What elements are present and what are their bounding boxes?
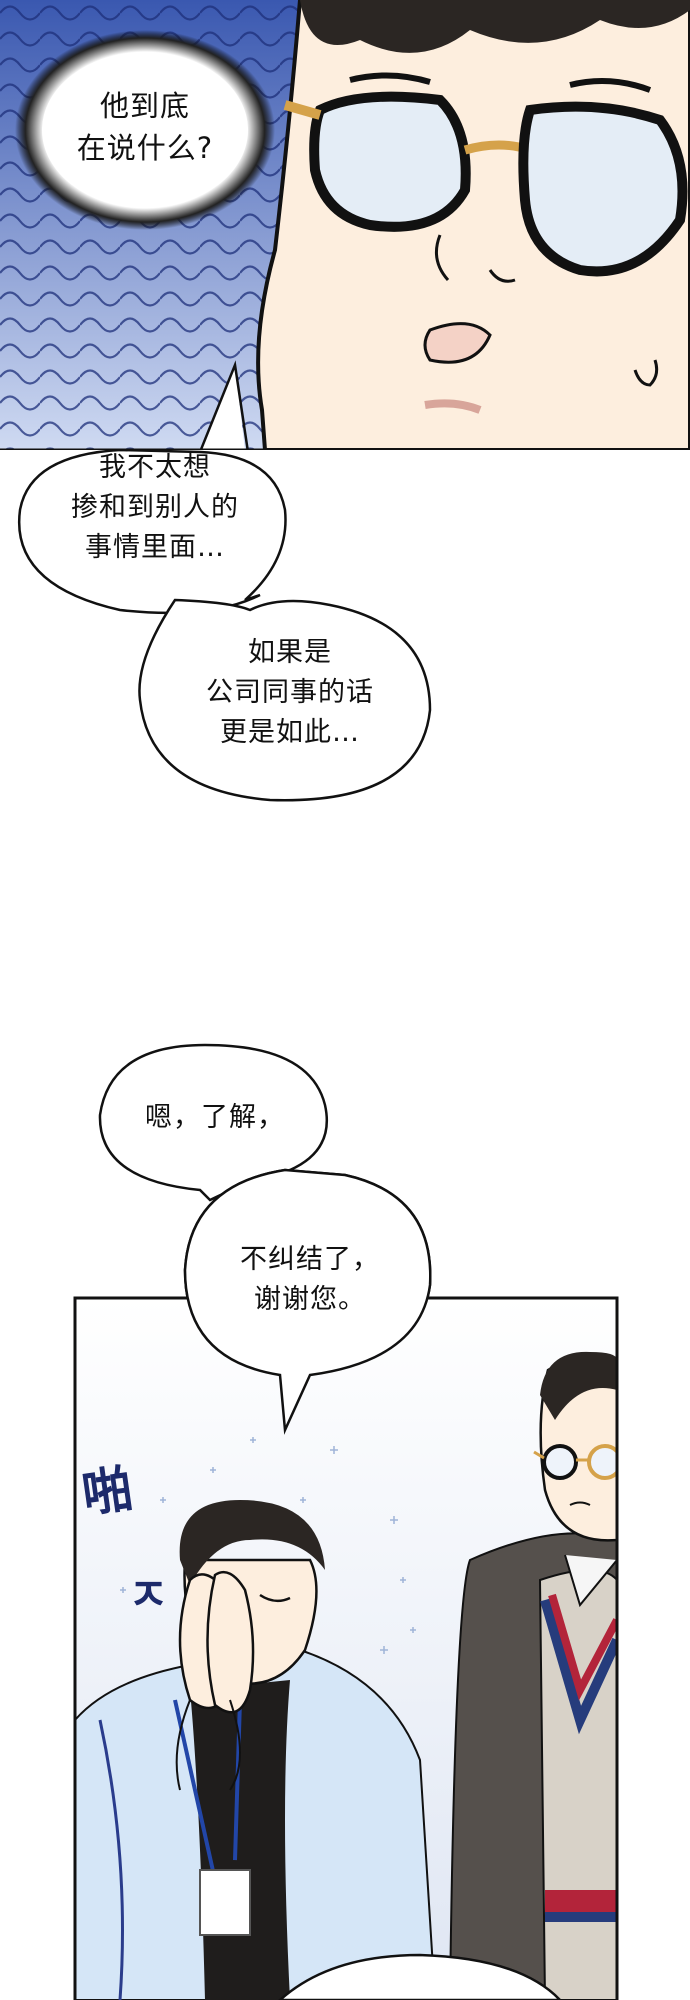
sparkle-effects [120, 1437, 416, 1654]
speech-text-4-overlay: 不纠结了， 谢谢您。 [240, 1244, 380, 1315]
panel-top-closeup [0, 0, 690, 450]
facepalm-man [75, 1500, 437, 2000]
sfx-slap-tail: ㅈ [128, 1570, 168, 1621]
speech-text-2: 如果是 公司同事的话 更是如此… [206, 637, 374, 748]
glasses-man-standing [448, 1351, 617, 2000]
glasses-man-face [256, 0, 690, 450]
speech-bubble-bottom [278, 1953, 562, 2000]
speech-text-3: 嗯，了解， [145, 1102, 285, 1133]
sfx-slap: 啪 [79, 1459, 137, 1523]
thought-text: 他到底 在说什么? [76, 89, 214, 165]
speech-text-1: 我不太想 掺和到别人的 事情里面… [71, 452, 239, 563]
